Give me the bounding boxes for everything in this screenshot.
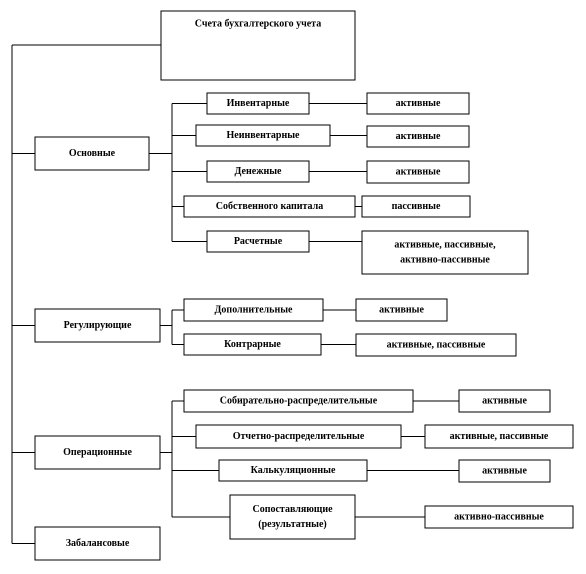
root-node-box <box>160 10 356 81</box>
result-node-osnovnye-2-box <box>366 160 470 184</box>
item-node-operatsionnye-3-label: Сопоставляющие <box>252 504 333 515</box>
item-node-operatsionnye-2: Калькуляционные <box>218 459 368 482</box>
item-node-osnovnye-4-box <box>206 230 310 253</box>
item-node-operatsionnye-0-label: Собирательно-распределительные <box>220 396 378 407</box>
item-node-osnovnye-3: Собственного капитала <box>183 195 356 218</box>
group-node-zabalansovye: Забалансовые <box>34 526 161 561</box>
result-node-osnovnye-3-label: пассивные <box>392 201 441 212</box>
group-node-reguliruyushchie-box <box>34 308 161 343</box>
group-node-reguliruyushchie: Регулирующие <box>34 308 161 343</box>
result-node-osnovnye-0-box <box>366 92 470 115</box>
item-node-operatsionnye-3-box <box>229 494 356 540</box>
item-node-osnovnye-0-label: Инвентарные <box>227 98 290 109</box>
item-node-operatsionnye-2-label: Калькуляционные <box>251 465 336 476</box>
result-node-osnovnye-1-box <box>366 125 470 148</box>
item-node-reguliruyushchie-1-box <box>183 333 322 356</box>
result-node-reguliruyushchie-0: активные <box>355 298 448 322</box>
item-node-osnovnye-1: Неинвентарные <box>195 124 331 147</box>
item-node-operatsionnye-0: Собирательно-распределительные <box>183 389 414 413</box>
group-node-operatsionnye: Операционные <box>34 435 161 470</box>
group-node-operatsionnye-label: Операционные <box>63 447 132 458</box>
item-node-osnovnye-0-box <box>206 92 310 115</box>
result-node-osnovnye-0: активные <box>366 92 470 115</box>
item-node-osnovnye-2: Денежные <box>206 160 310 183</box>
result-node-operatsionnye-3: активно-пассивные <box>424 505 574 529</box>
group-node-operatsionnye-box <box>34 435 161 470</box>
group-node-zabalansovye-label: Забалансовые <box>66 538 130 549</box>
result-node-osnovnye-1: активные <box>366 125 470 148</box>
group-node-osnovnye-label: Основные <box>69 148 116 159</box>
result-node-osnovnye-1-label: активные <box>396 131 441 142</box>
item-node-osnovnye-4-label: Расчетные <box>234 236 283 247</box>
result-node-reguliruyushchie-0-label: активные <box>379 305 424 316</box>
item-node-osnovnye-0: Инвентарные <box>206 92 310 115</box>
result-node-operatsionnye-2-label: активные <box>482 466 527 477</box>
item-node-operatsionnye-0-box <box>183 389 414 413</box>
result-node-reguliruyushchie-1: активные, пассивные <box>355 333 517 357</box>
result-node-operatsionnye-2: активные <box>458 459 551 483</box>
group-node-osnovnye: Основные <box>34 136 150 171</box>
result-node-reguliruyushchie-1-box <box>355 333 517 357</box>
group-node-zabalansovye-box <box>34 526 161 561</box>
group-node-osnovnye-box <box>34 136 150 171</box>
root-node-label: Счета бухгалтерского учета <box>195 19 321 30</box>
result-node-operatsionnye-2-box <box>458 459 551 483</box>
item-node-operatsionnye-1-label: Отчетно-распределительные <box>233 431 365 442</box>
item-node-operatsionnye-3: Сопоставляющие (результатные) <box>229 494 356 540</box>
connector-lines <box>11 44 459 544</box>
result-node-osnovnye-0-label: активные <box>396 98 441 109</box>
group-node-reguliruyushchie-label: Регулирующие <box>64 320 132 331</box>
result-node-osnovnye-4-box <box>361 230 529 275</box>
item-node-osnovnye-2-label: Денежные <box>235 166 282 177</box>
item-node-osnovnye-2-box <box>206 160 310 183</box>
result-node-operatsionnye-0-box <box>458 389 551 413</box>
item-node-osnovnye-3-label: Собственного капитала <box>216 201 323 212</box>
item-node-osnovnye-1-label: Неинвентарные <box>227 130 301 141</box>
item-node-osnovnye-3-box <box>183 195 356 218</box>
result-node-osnovnye-2: активные <box>366 160 470 184</box>
item-node-operatsionnye-1-box <box>195 424 402 449</box>
result-node-operatsionnye-1-box <box>424 424 574 449</box>
result-node-osnovnye-3: пассивные <box>361 195 471 218</box>
result-node-operatsionnye-1-label: активные, пассивные <box>450 431 549 442</box>
result-node-operatsionnye-3-label: активно-пассивные <box>454 512 544 523</box>
item-node-osnovnye-1-box <box>195 124 331 147</box>
item-node-reguliruyushchie-0-label: Дополнительные <box>215 305 293 316</box>
result-node-operatsionnye-3-box <box>424 505 574 529</box>
item-node-operatsionnye-3-label: (результатные) <box>258 519 326 530</box>
result-node-operatsionnye-0: активные <box>458 389 551 413</box>
result-node-reguliruyushchie-0-box <box>355 298 448 322</box>
item-node-reguliruyushchie-0: Дополнительные <box>183 298 324 322</box>
item-node-reguliruyushchie-1-label: Контрарные <box>224 339 281 350</box>
result-node-osnovnye-3-box <box>361 195 471 218</box>
item-node-reguliruyushchie-1: Контрарные <box>183 333 322 356</box>
item-node-reguliruyushchie-0-box <box>183 298 324 322</box>
result-node-osnovnye-2-label: активные <box>396 167 441 178</box>
result-node-reguliruyushchie-1-label: активные, пассивные <box>387 340 486 351</box>
result-node-osnovnye-4-label: активные, пассивные, <box>394 240 496 251</box>
result-node-operatsionnye-1: активные, пассивные <box>424 424 574 449</box>
item-node-operatsionnye-2-box <box>218 459 368 482</box>
root-node: Счета бухгалтерского учета <box>160 10 356 81</box>
result-node-osnovnye-4: активные, пассивные, активно-пассивные <box>361 230 529 275</box>
result-node-operatsionnye-0-label: активные <box>482 396 527 407</box>
item-node-osnovnye-4: Расчетные <box>206 230 310 253</box>
result-node-osnovnye-4-label: активно-пассивные <box>400 255 490 266</box>
item-node-operatsionnye-1: Отчетно-распределительные <box>195 424 402 449</box>
